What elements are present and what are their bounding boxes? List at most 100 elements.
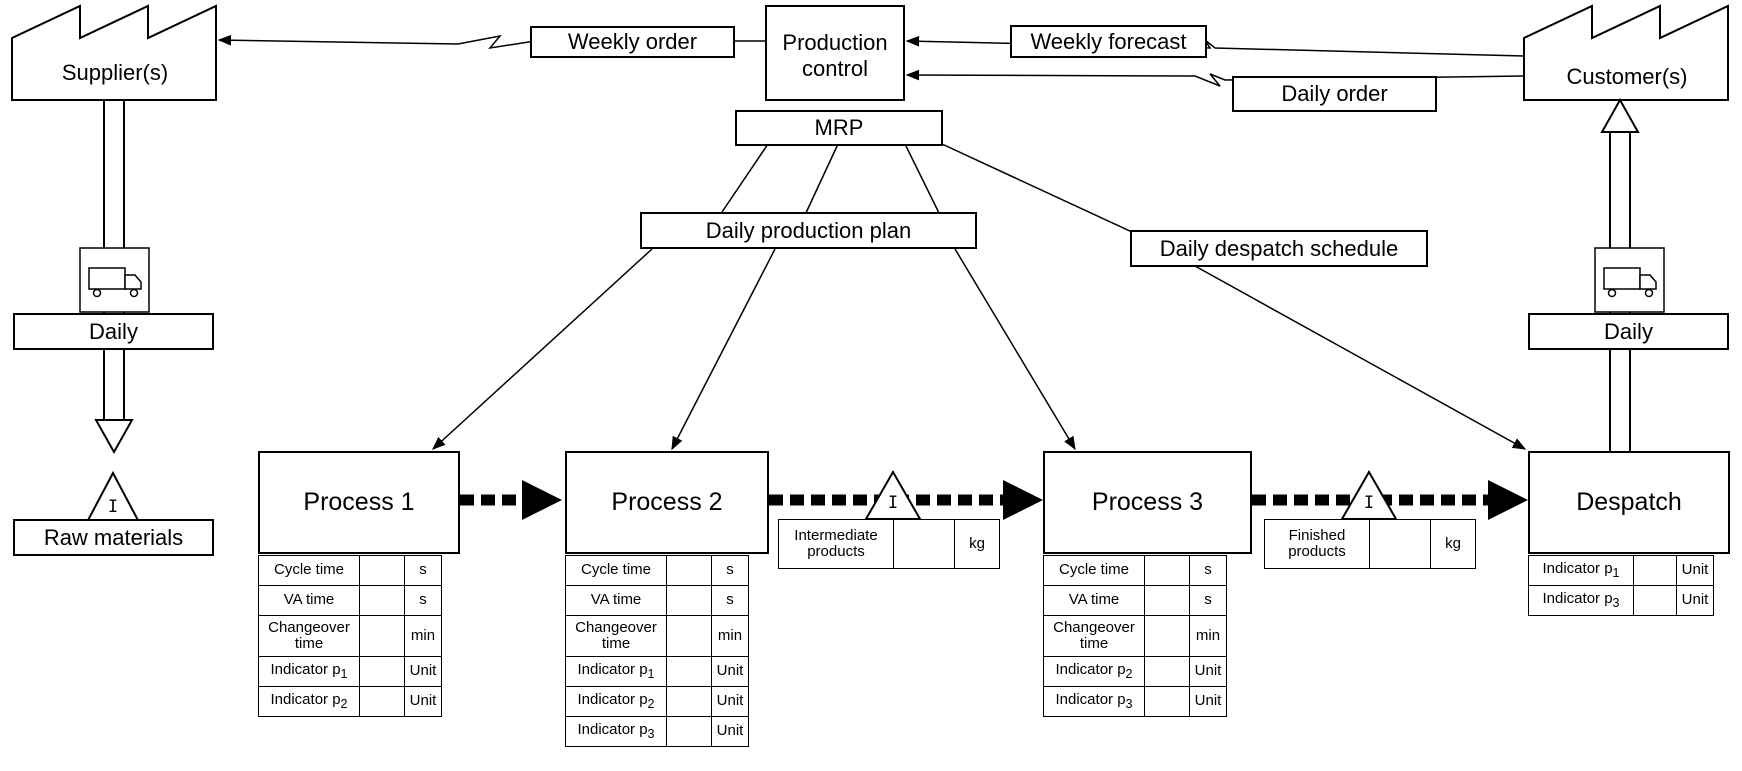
despatch-row-2-value (1633, 585, 1677, 616)
mrp-to-plan-line-3 (904, 143, 941, 216)
process-3-row-4-label-sub: 2 (1125, 666, 1133, 681)
intermediate-inventory-symbol: I (887, 492, 899, 513)
process-2-row-5-unit: Unit (711, 686, 749, 717)
process-2-row-4-value (666, 656, 712, 687)
process-2-box: Process 2 (565, 451, 769, 554)
process-2-row-4-unit: Unit (711, 656, 749, 687)
weekly-order-label: Weekly order (530, 26, 735, 58)
finished-inventory-unit: kg (1430, 519, 1476, 569)
process-3-row-1-unit: s (1189, 555, 1227, 586)
raw-materials-inventory-symbol: I (107, 496, 119, 517)
finished-label-line-2: products (1288, 543, 1346, 560)
supplier-delivery-frequency: Daily (13, 313, 214, 350)
process-3-row-5-label-sub: 3 (1125, 696, 1133, 711)
process-1-row-2-unit: s (404, 585, 442, 616)
production-control-label: Production control (766, 26, 904, 86)
despatch-row-2-unit: Unit (1676, 585, 1714, 616)
process-1-row-5-label: Indicator p2 (258, 686, 360, 717)
process-1-row-3-value (359, 615, 405, 657)
production-control-box (765, 5, 905, 101)
supplier-factory-icon (11, 4, 217, 101)
finished-inventory-value (1369, 519, 1431, 569)
process-2-row-6-label-sub: 3 (647, 726, 655, 741)
finished-inventory-symbol: I (1363, 492, 1375, 513)
process-3-row-4-label-text: Indicator p (1055, 660, 1126, 678)
process-1-row-1-unit: s (404, 555, 442, 586)
despatch-row-2-label: Indicator p3 (1528, 585, 1634, 616)
process-3-row-4-label: Indicator p2 (1043, 656, 1145, 687)
plan-to-process2-arrow (671, 248, 776, 451)
process-2-row-5-value (666, 686, 712, 717)
production-control-line-2: control (801, 56, 869, 81)
process-2-row-3-unit: min (711, 615, 749, 657)
process-2-row-2-value (666, 585, 712, 616)
process-1-row-4-value (359, 656, 405, 687)
daily-order-label: Daily order (1232, 76, 1437, 112)
process-1-row-4-label-text: Indicator p (270, 660, 341, 678)
process-1-row-4-label: Indicator p1 (258, 656, 360, 687)
finished-label-line-1: Finished (1288, 526, 1346, 544)
process-1-row-5-label-text: Indicator p (270, 690, 341, 708)
supplier-shipment-arrowhead (94, 419, 134, 455)
process-2-row-1-label: Cycle time (565, 555, 667, 586)
weekly-forecast-label: Weekly forecast (1010, 25, 1207, 58)
mrp-to-plan-line-2 (804, 143, 839, 216)
mrp-to-despatch-schedule-line (941, 143, 1161, 246)
process-1-row-1-value (359, 555, 405, 586)
push-arrow-p2-p3-head (1003, 480, 1043, 520)
process-3-row-1-label: Cycle time (1043, 555, 1145, 586)
process-2-row-4-label-sub: 1 (647, 666, 655, 681)
process-3-box: Process 3 (1043, 451, 1252, 554)
plan-to-process3-arrow (954, 248, 1076, 451)
process-2-row-2-label: VA time (565, 585, 667, 616)
process-3-row-3-unit: min (1189, 615, 1227, 657)
customer-shipment-arrowhead (1600, 97, 1640, 133)
process-3-row-2-label: VA time (1043, 585, 1145, 616)
push-arrow-p3-despatch-head (1488, 480, 1528, 520)
process-3-row-2-unit: s (1189, 585, 1227, 616)
process-1-row-5-value (359, 686, 405, 717)
despatch-row-1-label-text: Indicator p (1542, 559, 1613, 577)
process-1-row-4-unit: Unit (404, 656, 442, 687)
despatch-row-1-value (1633, 555, 1677, 586)
supplier-label: Supplier(s) (61, 59, 169, 85)
truck-icon (88, 267, 142, 298)
truck-icon (1603, 267, 1657, 298)
process-3-row-5-label-text: Indicator p (1055, 690, 1126, 708)
despatch-row-2-label-text: Indicator p (1542, 589, 1613, 607)
process-2-row-6-label: Indicator p3 (565, 716, 667, 747)
process-2-row-3-label: Changeover time (565, 615, 667, 657)
despatch-row-2-label-sub: 3 (1612, 595, 1620, 610)
process-3-row-3-value (1144, 615, 1190, 657)
process-2-row-6-value (666, 716, 712, 747)
customer-delivery-frequency: Daily (1528, 313, 1729, 350)
process-1-row-3-label: Changeover time (258, 615, 360, 657)
despatch-row-1-label: Indicator p1 (1528, 555, 1634, 586)
intermediate-label-line-2: products (807, 543, 865, 560)
process-1-row-2-label: VA time (258, 585, 360, 616)
process-3-row-5-unit: Unit (1189, 686, 1227, 717)
process-1-row-4-label-sub: 1 (340, 666, 348, 681)
mrp-to-plan-line-1 (719, 143, 769, 216)
process-3-row-3-label: Changeover time (1043, 615, 1145, 657)
customer-factory-icon (1523, 4, 1729, 101)
process-2-row-5-label-text: Indicator p (577, 690, 648, 708)
process-3-row-5-label: Indicator p3 (1043, 686, 1145, 717)
push-arrow-p1-p2-head (522, 480, 562, 520)
process-1-row-3-unit: min (404, 615, 442, 657)
process-3-row-5-value (1144, 686, 1190, 717)
raw-materials-label: Raw materials (13, 519, 214, 556)
despatch-box: Despatch (1528, 451, 1730, 554)
process-2-row-5-label: Indicator p2 (565, 686, 667, 717)
process-3-row-2-value (1144, 585, 1190, 616)
daily-despatch-schedule-label: Daily despatch schedule (1130, 230, 1428, 267)
process-2-row-1-value (666, 555, 712, 586)
process-2-row-1-unit: s (711, 555, 749, 586)
